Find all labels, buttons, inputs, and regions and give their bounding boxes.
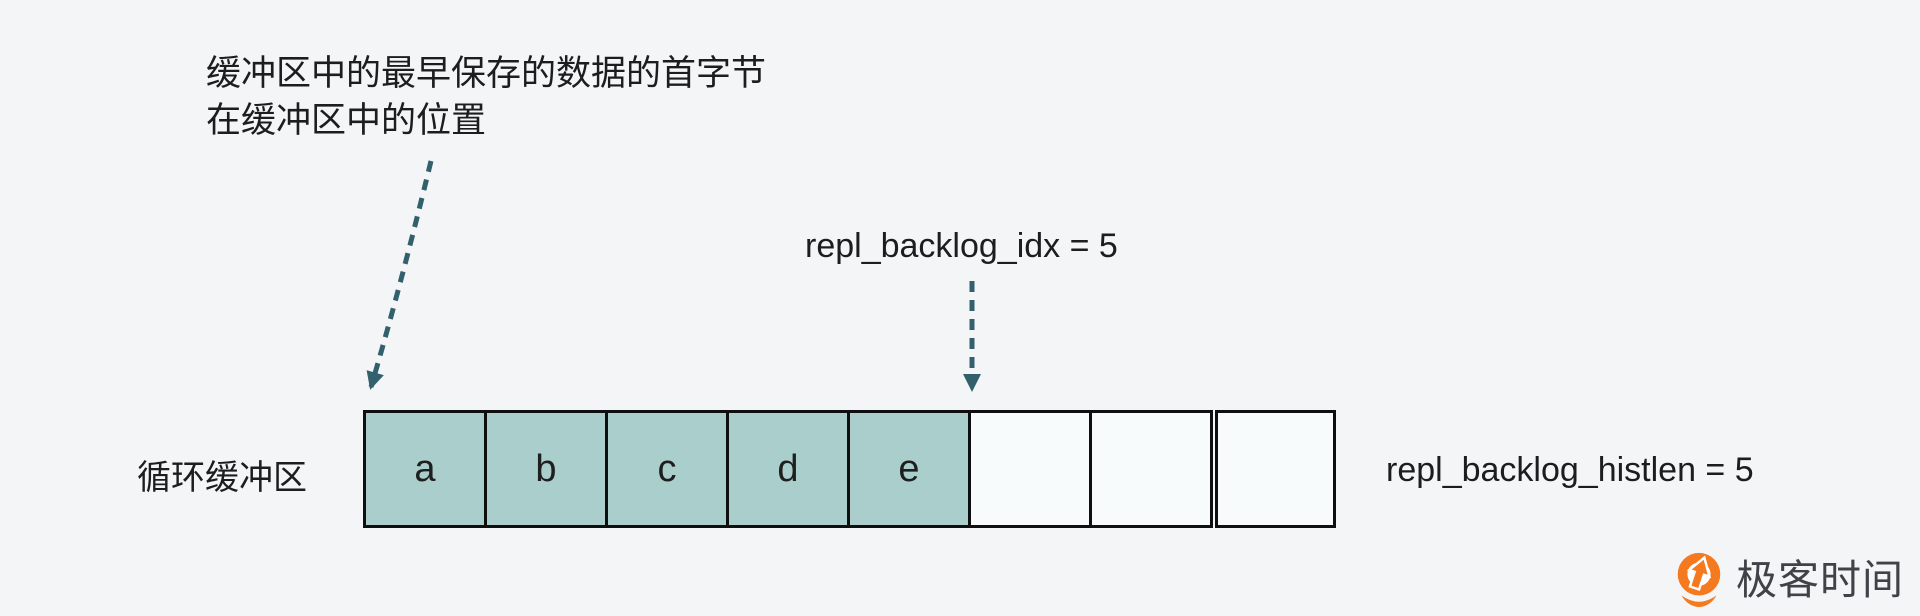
oldest-data-annotation: 缓冲区中的最早保存的数据的首字节 在缓冲区中的位置	[206, 50, 766, 144]
cell-value: c	[657, 447, 677, 490]
geektime-pin-icon	[1677, 552, 1721, 608]
buffer-cell-empty-3	[1215, 410, 1336, 528]
buffer-cell-b: b	[484, 410, 608, 528]
geektime-brand-text: 极客时间	[1736, 557, 1904, 603]
buffer-cell-e: e	[847, 410, 971, 528]
annotation-line-2: 在缓冲区中的位置	[206, 101, 487, 140]
geektime-logo: 极客时间	[1670, 550, 1904, 610]
oldest-byte-arrow	[366, 160, 434, 390]
repl-backlog-idx-label: repl_backlog_idx = 5	[805, 227, 1118, 265]
cell-value: b	[535, 447, 557, 490]
annotation-line-1: 缓冲区中的最早保存的数据的首字节	[206, 54, 767, 93]
buffer-name-label: 循环缓冲区	[137, 459, 307, 497]
buffer-cell-a: a	[363, 410, 487, 528]
buffer-cell-empty-2	[1089, 410, 1213, 528]
buffer-cell-c: c	[605, 410, 729, 528]
repl-backlog-histlen-label: repl_backlog_histlen = 5	[1386, 451, 1754, 489]
cell-value: a	[414, 447, 436, 490]
buffer-cell-d: d	[726, 410, 850, 528]
cell-value: d	[777, 447, 799, 490]
buffer-cell-empty-1	[968, 410, 1092, 528]
cell-value: e	[898, 447, 920, 490]
circular-buffer: a b c d e	[363, 410, 1336, 528]
